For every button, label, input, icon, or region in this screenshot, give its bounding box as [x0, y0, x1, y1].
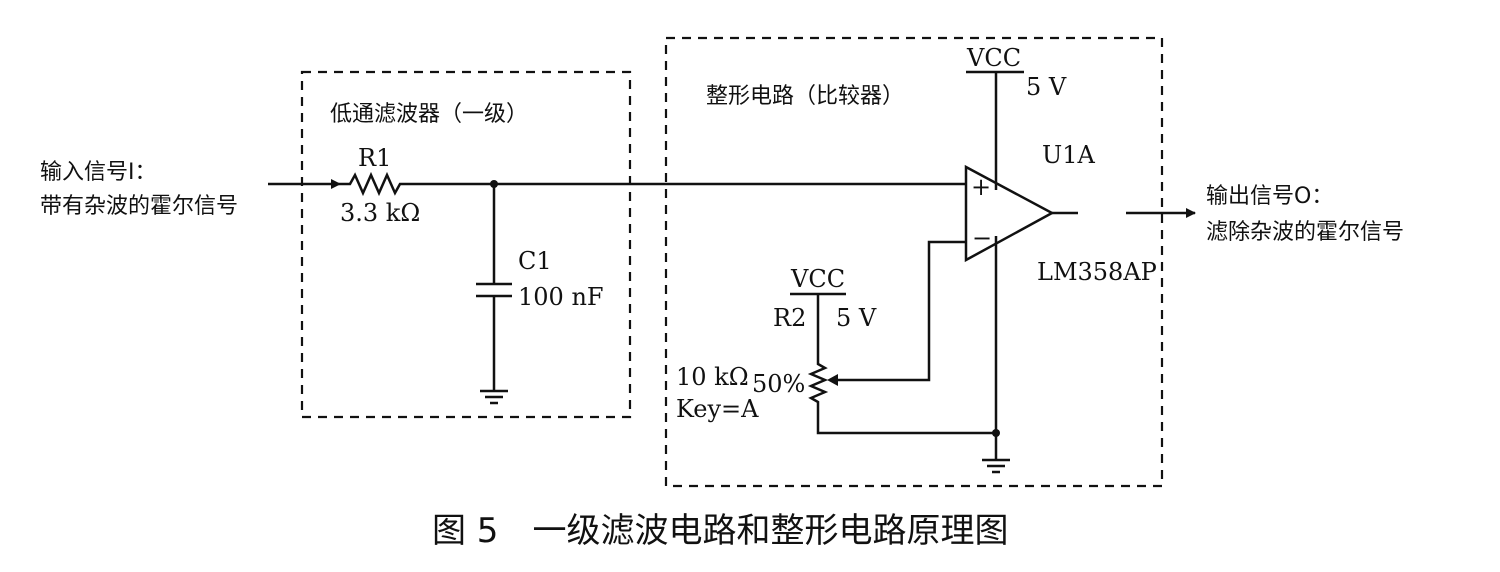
figure-caption: 图 5 一级滤波电路和整形电路原理图	[432, 511, 1008, 551]
c1-name: C1	[518, 247, 552, 275]
vcc-top-voltage: 5 V	[1026, 73, 1067, 101]
ground-symbol-opamp	[982, 458, 1010, 474]
r2-value: 10 kΩ	[676, 363, 749, 391]
wiper-arrow	[827, 374, 838, 386]
shaping-circuit-title: 整形电路（比较器）	[706, 84, 904, 109]
c1-value: 100 nF	[518, 283, 604, 311]
r1-name: R1	[358, 144, 391, 172]
input-signal-label: 输入信号I：	[40, 160, 157, 185]
vcc-pot-voltage: 5 V	[836, 304, 877, 332]
low-pass-filter-box	[300, 70, 632, 419]
r1-value: 3.3 kΩ	[340, 199, 420, 227]
shaping-circuit-box	[664, 36, 1164, 488]
r2-name: R2	[773, 304, 806, 332]
pot-ground-wire	[816, 408, 996, 435]
opamp-minus-sign: −	[972, 224, 992, 252]
ground-symbol-c1	[480, 389, 508, 405]
output-signal-label: 输出信号O：	[1206, 184, 1333, 209]
opamp-symbol	[964, 164, 1055, 263]
input-signal-description: 带有杂波的霍尔信号	[40, 194, 238, 219]
vcc-top-label: VCC	[966, 44, 1021, 72]
r2-key: Key=A	[676, 395, 759, 423]
inverting-input-wire	[835, 240, 966, 382]
r1-resistor-symbol	[340, 171, 408, 197]
vcc-pot-label: VCC	[790, 265, 845, 293]
low-pass-filter-title: 低通滤波器（一级）	[330, 102, 528, 127]
output-signal-description: 滤除杂波的霍尔信号	[1206, 220, 1404, 245]
r2-potentiometer-symbol	[807, 360, 829, 408]
r2-wiper-position: 50%	[752, 370, 805, 398]
opamp-part-number: LM358AP	[1037, 258, 1157, 286]
opamp-reference: U1A	[1042, 141, 1095, 169]
opamp-plus-sign: +	[971, 173, 991, 201]
